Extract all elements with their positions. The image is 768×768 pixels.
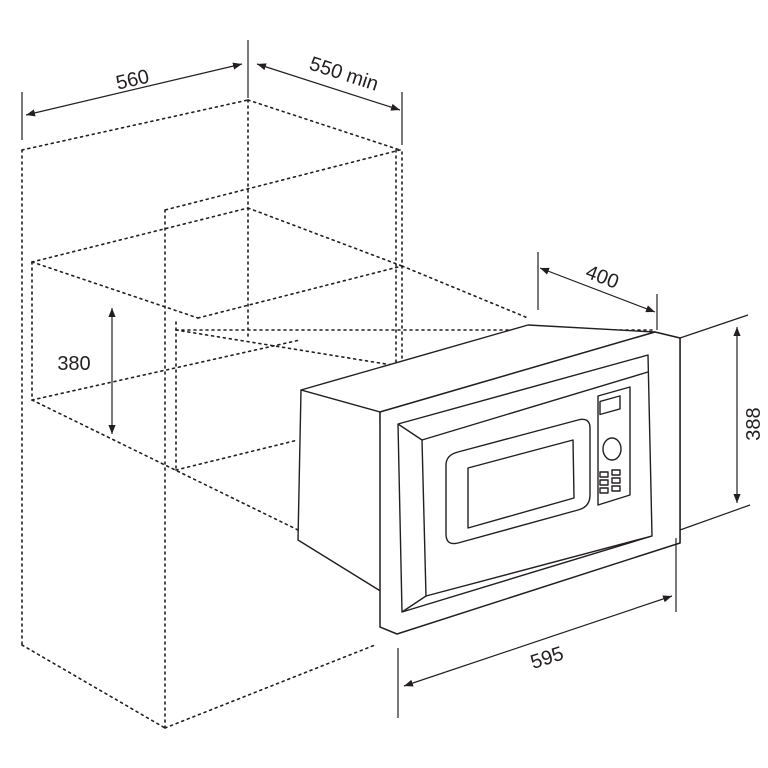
label-width-cabinet: 560 xyxy=(114,66,151,95)
cabinet-niche-outline xyxy=(21,99,656,729)
dimension-arrows xyxy=(25,62,741,687)
dim-arrow-400 xyxy=(539,267,656,313)
control-knob-icon xyxy=(602,437,622,461)
label-height-cabinet: 380 xyxy=(57,353,90,375)
door-window xyxy=(445,418,591,545)
display-screen xyxy=(599,395,621,416)
label-width-frame: 595 xyxy=(528,643,567,674)
label-depth-cabinet: 550 min xyxy=(307,53,381,96)
microwave-body xyxy=(297,324,681,635)
label-height-appliance: 388 xyxy=(743,407,765,440)
label-depth-appliance: 400 xyxy=(583,261,622,293)
dim-arrow-550 xyxy=(256,63,401,111)
control-panel xyxy=(597,386,631,506)
dim-arrow-560 xyxy=(25,62,243,117)
dim-arrow-595 xyxy=(403,595,673,687)
extension-lines xyxy=(21,40,751,718)
